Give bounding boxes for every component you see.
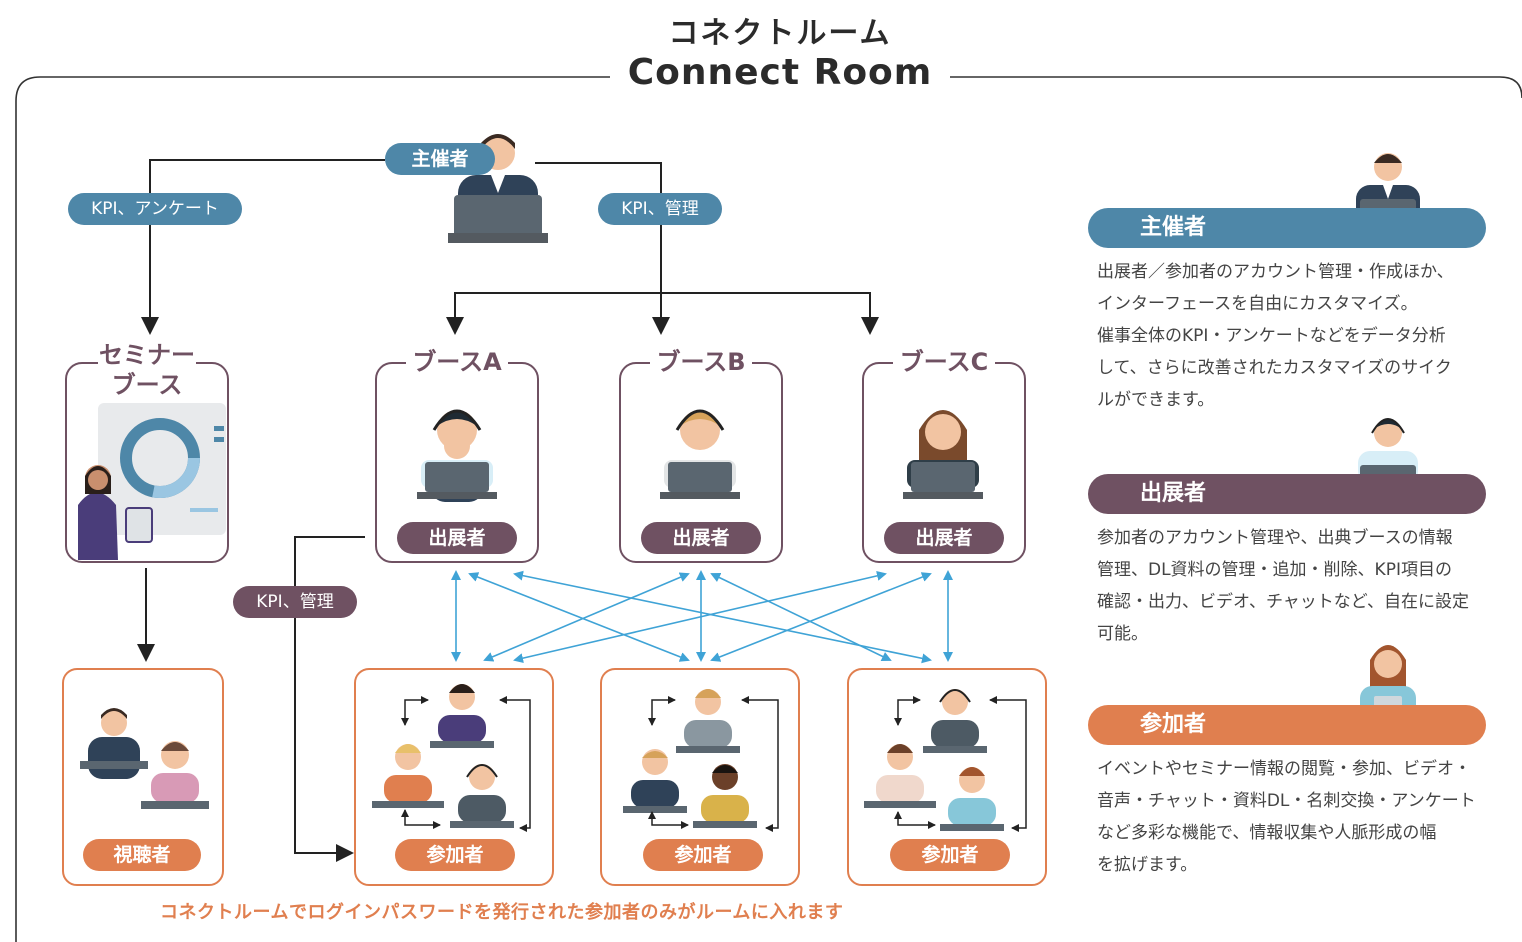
participant-group-c [864, 689, 1027, 832]
booth-participant-links [451, 570, 953, 664]
title-japanese: コネクトルーム [668, 16, 892, 51]
desc-line: インターフェースを自由にカスタマイズ。 [1097, 294, 1418, 314]
desc-line: 音声・チャット・資料DL・名刺交換・アンケート [1097, 791, 1476, 811]
participant-box-c [847, 668, 1047, 886]
headset-person-icon [660, 409, 740, 499]
desc-line: を拡げます。 [1097, 855, 1198, 875]
exhibitor-label-c: 出展者 [884, 522, 1004, 554]
viewer-box [62, 668, 224, 886]
desc-line: 参加者のアカウント管理や、出典ブースの情報 [1097, 528, 1453, 548]
desc-line: 出展者／参加者のアカウント管理・作成ほか、 [1097, 262, 1454, 282]
side-organizer-description: 出展者／参加者のアカウント管理・作成ほか、 インターフェースを自由にカスタマイズ… [1097, 256, 1497, 416]
kpi-survey-label: KPI、アンケート [68, 193, 242, 225]
connector-booth-bar-a [446, 292, 661, 335]
participant-label-b: 参加者 [643, 839, 763, 871]
desc-line: 管理、DL資料の管理・追加・削除、KPI項目の [1097, 560, 1452, 580]
participant-box-b [600, 668, 800, 886]
connector-booth-bar-c [661, 292, 879, 335]
organizer-label: 主催者 [385, 143, 495, 175]
booth-b-title: ブースB [650, 347, 752, 377]
headset-person-icon [417, 409, 497, 502]
outer-frame-right [942, 76, 1522, 99]
desc-line: 可能。 [1097, 624, 1148, 644]
viewer-person-icon [141, 741, 209, 809]
side-organizer-header: 主催者 [1088, 208, 1486, 248]
viewer-label: 視聴者 [83, 839, 201, 871]
seminar-booth-title: セミナー ブース [98, 340, 196, 400]
desc-line: 催事全体のKPI・アンケートなどをデータ分析 [1097, 326, 1446, 346]
kpi-manage-label: KPI、管理 [598, 193, 722, 225]
desc-line: して、さらに改善されたカスタマイズのサイク [1097, 358, 1452, 378]
participant-label-a: 参加者 [395, 839, 515, 871]
exhibitor-label-a: 出展者 [397, 522, 517, 554]
side-exhibitor-description: 参加者のアカウント管理や、出典ブースの情報 管理、DL資料の管理・追加・削除、K… [1097, 522, 1497, 650]
footnote: コネクトルームでログインパスワードを発行された参加者のみがルームに入れます [160, 902, 844, 923]
organizer-person-icon [448, 134, 548, 243]
booth-a-title: ブースA [406, 347, 508, 377]
connector-organizer-booths [535, 162, 670, 335]
connector-booth-a-participant [294, 536, 365, 862]
participant-group-a [372, 684, 531, 832]
seminar-presenter-icon [78, 403, 226, 560]
desc-line: など多彩な機能で、情報収集や人脈形成の幅 [1097, 823, 1437, 843]
title-english: Connect Room [610, 52, 950, 93]
side-participant-header: 参加者 [1088, 705, 1486, 745]
participant-label-c: 参加者 [890, 839, 1010, 871]
desc-line: ルができます。 [1097, 390, 1215, 410]
desc-line: 確認・出力、ビデオ、チャットなど、自在に設定 [1097, 592, 1469, 612]
side-exhibitor-header: 出展者 [1088, 474, 1486, 514]
outer-frame [15, 76, 610, 942]
desc-line: イベントやセミナー情報の閲覧・参加、ビデオ・ [1097, 759, 1471, 779]
kpi-manage-label-left: KPI、管理 [233, 586, 357, 618]
viewer-person-icon [80, 708, 148, 779]
participant-group-b [623, 689, 779, 832]
connector-organizer-seminar [141, 159, 385, 335]
booth-c-title: ブースC [893, 347, 995, 377]
side-participant-description: イベントやセミナー情報の閲覧・参加、ビデオ・ 音声・チャット・資料DL・名刺交換… [1097, 753, 1497, 881]
headset-person-icon [903, 410, 983, 499]
exhibitor-label-b: 出展者 [641, 522, 761, 554]
participant-box-a [354, 668, 554, 886]
